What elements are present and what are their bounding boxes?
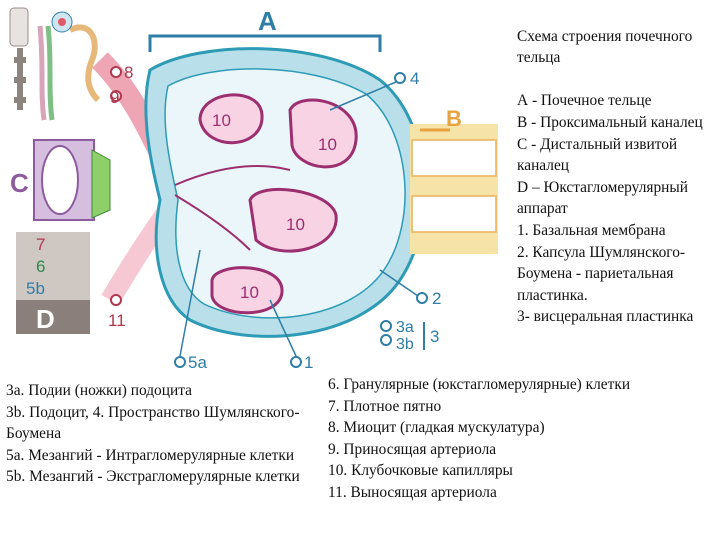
label-4: 4	[410, 69, 419, 88]
capillary-label-3: 10	[286, 215, 305, 234]
glomerular-capillaries: 10 10 10 10	[174, 93, 358, 315]
juxtaglomerular-panel: D 7 6 5b	[16, 232, 90, 334]
label-B: B	[446, 106, 462, 131]
label-D: D	[36, 304, 55, 334]
capillary-label-4: 10	[240, 283, 259, 302]
label-2: 2	[432, 289, 441, 308]
label-6: 6	[36, 257, 45, 276]
label-3: 3	[430, 327, 439, 346]
label-5a: 5a	[188, 353, 207, 372]
legend-left: 3а. Подии (ножки) подоцита 3b. Подоцит, …	[6, 382, 300, 486]
bracket-A: A	[148, 6, 382, 52]
renal-corpuscle-diagram: D 7 6 5b C 8 9 11 10 10 10 10	[9, 6, 498, 372]
label-5b: 5b	[26, 279, 45, 298]
label-1: 1	[304, 353, 313, 372]
label-11: 11	[108, 311, 126, 330]
label-9: 9	[110, 88, 119, 107]
side-title: Схема строения почечного тельца	[517, 27, 693, 67]
label-3a: 3a	[396, 319, 414, 336]
capillary-label-2: 10	[318, 135, 337, 154]
capillary-label-1: 10	[212, 111, 231, 130]
label-A: A	[258, 6, 277, 36]
side-lines: А - Почечное тельце В - Проксимальный ка…	[517, 92, 703, 326]
label-7: 7	[36, 235, 45, 254]
side-legend: Схема строения почечного тельца А - Поче…	[517, 4, 717, 350]
label-8: 8	[124, 63, 133, 82]
label-C: C	[10, 168, 29, 198]
callouts: 4 2 3a 3b 3 1 5a	[174, 69, 441, 372]
distal-tubule: C	[10, 139, 111, 221]
proximal-tubule: B	[410, 106, 498, 254]
legend-right: 6. Гранулярные (юкстагломерулярные) клет…	[328, 376, 631, 501]
nephron-thumbnail-icon	[9, 7, 101, 121]
label-3b: 3b	[396, 336, 414, 353]
